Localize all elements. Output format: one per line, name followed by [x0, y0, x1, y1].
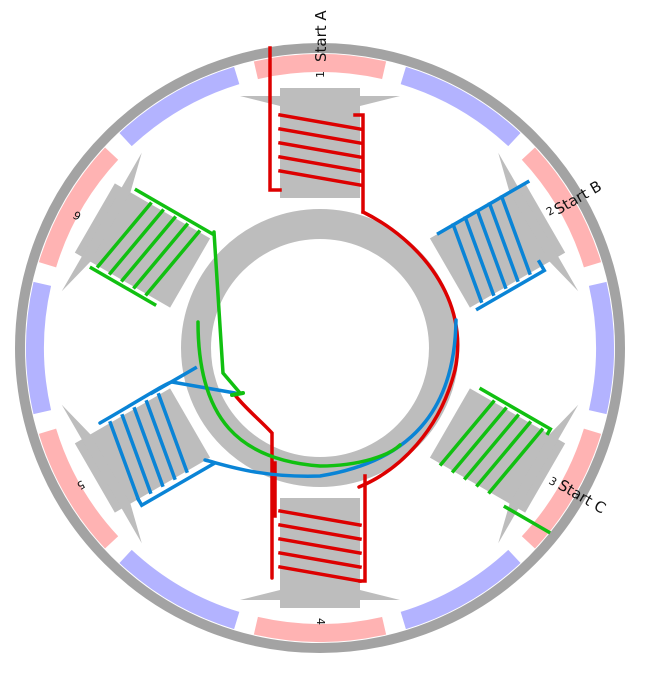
- phase-b-neutral-lead: [98, 380, 237, 425]
- stator-yoke: [181, 209, 459, 487]
- magnet-segment-9: [38, 428, 119, 549]
- phase-a-neutral-lead: [233, 393, 274, 580]
- magnet-segment-4: [588, 281, 614, 415]
- phase-c-connector: [196, 320, 402, 468]
- magnet-segment-11: [38, 147, 119, 268]
- magnet-segment-12: [119, 66, 240, 147]
- phase-b-connector: [203, 318, 458, 478]
- magnet-segment-3: [521, 147, 602, 268]
- magnet-segment-8: [119, 549, 240, 630]
- phase-c-coil-tooth-3: [438, 386, 553, 535]
- magnet-segment-2: [400, 66, 521, 147]
- magnet-segment-7: [253, 616, 387, 642]
- stator-core: [54, 88, 586, 608]
- phase-a-connector: [357, 210, 460, 489]
- stator-tooth-1: [240, 88, 400, 198]
- magnet-segment-6: [400, 549, 521, 630]
- rotor-frame-ring: [15, 43, 625, 653]
- stator-tooth-4: [240, 498, 400, 608]
- phase-b-coil-tooth-5: [108, 365, 216, 508]
- magnet-segment-5: [521, 428, 602, 549]
- phase-c-coil-tooth-6: [88, 187, 215, 307]
- phase-a-coil-tooth-4: [273, 461, 367, 584]
- phase-a-coil-tooth-1: [268, 46, 365, 214]
- magnet-ring: [26, 54, 614, 642]
- label-tooth-4: 4: [314, 618, 327, 625]
- magnet-segment-10: [26, 281, 52, 415]
- stator-teeth: [54, 88, 586, 608]
- star-point: [230, 391, 245, 397]
- magnet-segment-1: [253, 54, 387, 80]
- label-start-a: Start A: [312, 10, 330, 62]
- label-tooth-1: 1: [314, 71, 327, 78]
- phase-b-coil-tooth-2: [436, 179, 547, 312]
- interconnect-wires: [98, 210, 460, 580]
- phase-c-neutral-lead: [212, 230, 242, 395]
